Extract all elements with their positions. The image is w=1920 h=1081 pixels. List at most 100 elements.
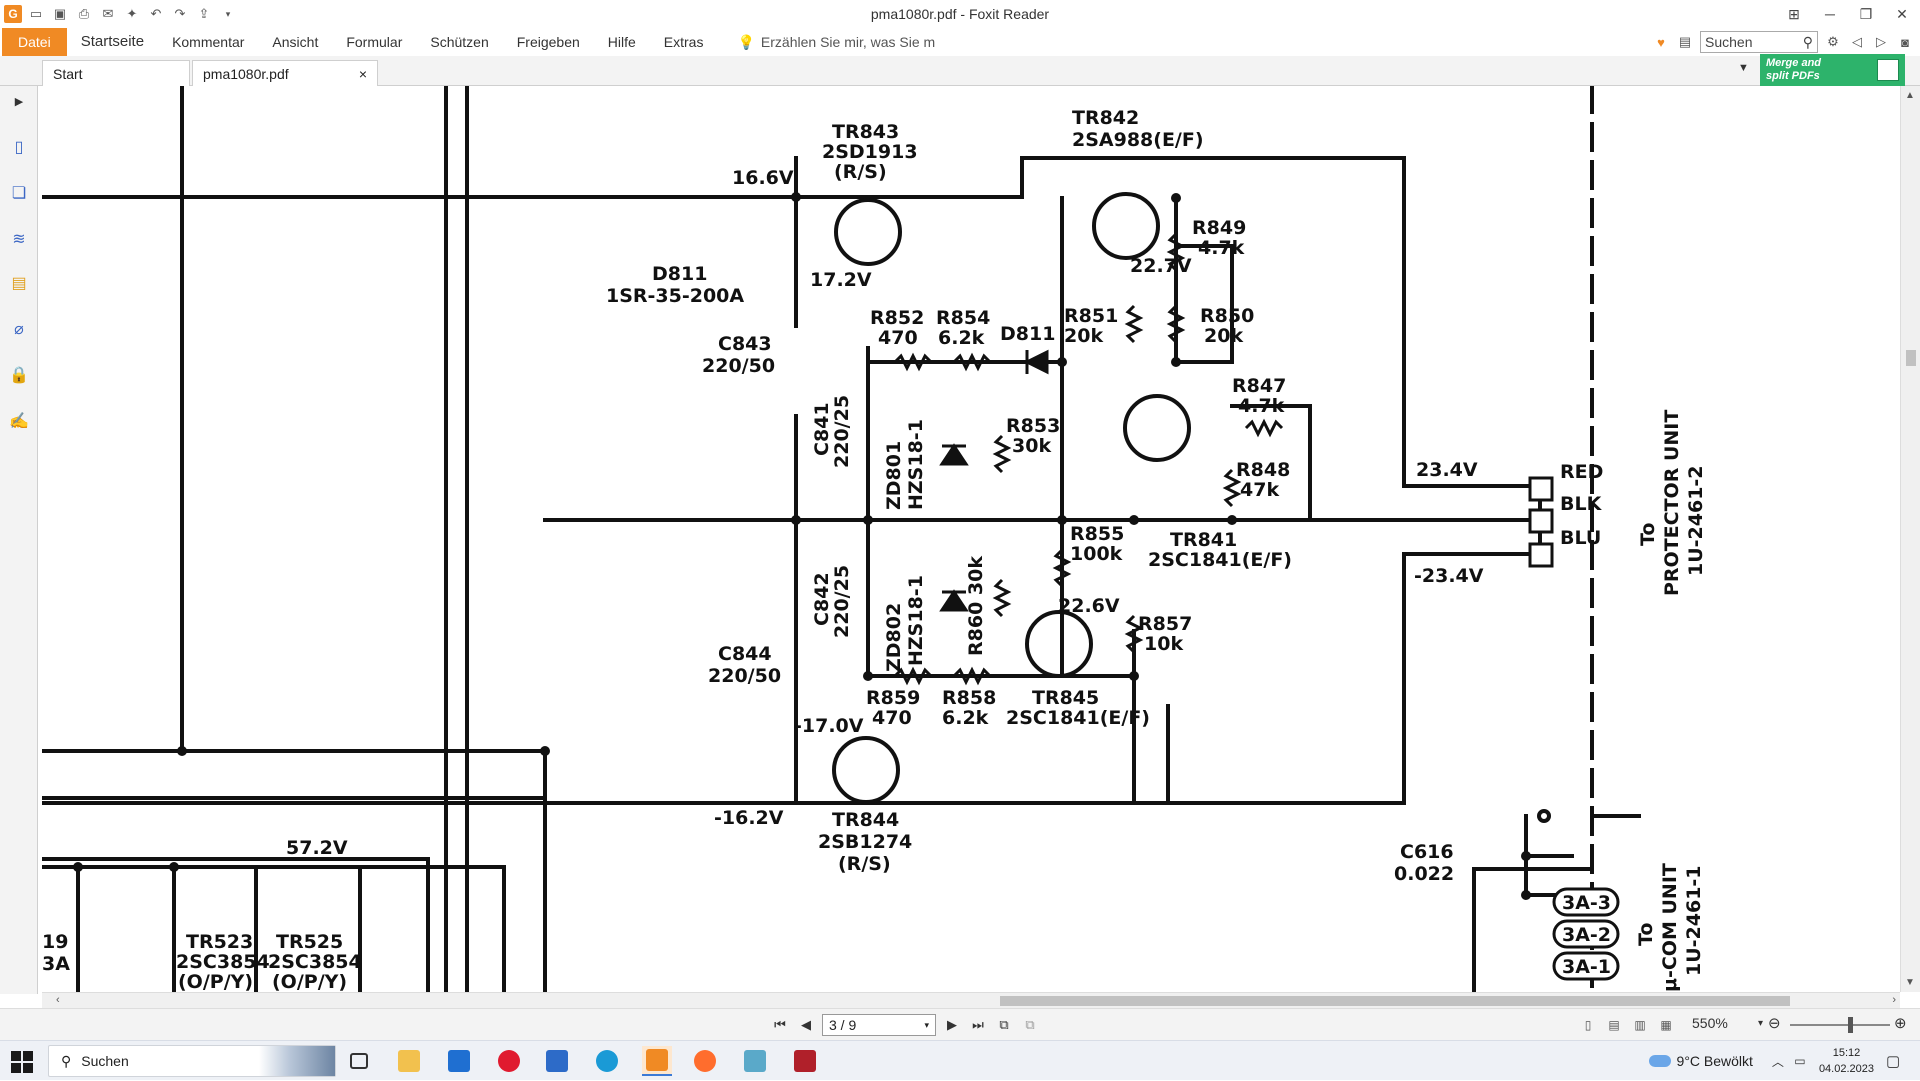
label-2sc3854-tr523: 2SC3854 xyxy=(176,951,270,973)
tab-start[interactable]: Start xyxy=(42,60,190,86)
weather-widget[interactable]: 9°C Bewölkt xyxy=(1648,1053,1753,1069)
fit-icon[interactable]: ⧉ xyxy=(1025,1017,1035,1032)
chevron-up-icon[interactable]: ︿ xyxy=(1771,1054,1784,1069)
tell-me-box[interactable]: 💡 Erzählen Sie mir, was Sie m xyxy=(737,34,935,51)
store-icon[interactable] xyxy=(542,1046,572,1076)
comments-icon[interactable]: ▤ xyxy=(11,275,27,292)
clock[interactable]: 15:12 04.02.2023 xyxy=(1819,1045,1874,1077)
pages-icon[interactable]: ❏ xyxy=(11,185,27,202)
label-3a-3: 3A-3 xyxy=(1562,892,1611,914)
gear-icon[interactable]: ⚙ xyxy=(1827,34,1839,49)
taskbar-search-box[interactable]: ⚲ Suchen xyxy=(48,1045,336,1077)
menu-startseite[interactable]: Startseite xyxy=(80,33,145,50)
search-input[interactable]: Suchen ⚲ xyxy=(1700,31,1818,53)
security-icon[interactable]: 🔒 xyxy=(9,367,29,384)
next-page-icon[interactable]: ▶ xyxy=(947,1017,957,1032)
firefox-icon[interactable] xyxy=(690,1046,720,1076)
user-icon[interactable]: ◙ xyxy=(1901,34,1909,50)
menu-schuetzen[interactable]: Schützen xyxy=(430,34,489,50)
zoom-dropdown-icon[interactable]: ▾ xyxy=(1758,1018,1764,1029)
first-page-icon[interactable]: ⏮ xyxy=(774,1017,786,1032)
forward-icon[interactable]: ▷ xyxy=(1876,34,1886,49)
label-mucom-unit: μ-COM UNIT xyxy=(1659,863,1681,992)
opera-icon[interactable] xyxy=(494,1046,524,1076)
label-2sb1274: 2SB1274 xyxy=(818,831,912,853)
bookmarks-icon[interactable]: ▯ xyxy=(14,139,24,156)
label-r847: R847 xyxy=(1232,375,1286,397)
facing-page-icon[interactable]: ▥ xyxy=(1634,1018,1646,1032)
undo-icon[interactable]: ↶ xyxy=(150,6,162,21)
menu-extras[interactable]: Extras xyxy=(663,34,704,50)
zoom-level[interactable]: 550% xyxy=(1692,1015,1728,1031)
scroll-up-icon[interactable]: ▲ xyxy=(1905,90,1915,101)
ribbon-display-icon[interactable]: ⊞ xyxy=(1788,5,1800,22)
zoom-in-icon[interactable]: ⊕ xyxy=(1894,1015,1907,1032)
label-hzs18-1-top: HZS18-1 xyxy=(905,419,927,510)
attachments-icon[interactable]: ⌀ xyxy=(14,321,24,338)
favorite-icon[interactable]: ♥ xyxy=(1657,34,1665,50)
redo-icon[interactable]: ↷ xyxy=(174,6,186,21)
layers-icon[interactable]: ≋ xyxy=(12,231,26,248)
document-view[interactable]: TR842 2SA988(E/F) TR843 2SD1913 (R/S) 16… xyxy=(42,86,1900,992)
menu-formular[interactable]: Formular xyxy=(346,34,403,50)
label-r857-val: 10k xyxy=(1144,633,1183,655)
search-settings-icon[interactable]: ▤ xyxy=(1678,34,1692,49)
print-icon[interactable]: ⎙ xyxy=(78,6,90,21)
previous-page-icon[interactable]: ◀ xyxy=(801,1017,811,1032)
menu-datei[interactable]: Datei xyxy=(2,28,67,56)
menu-ansicht[interactable]: Ansicht xyxy=(272,34,319,50)
file-explorer-icon[interactable] xyxy=(394,1046,424,1076)
snapshot-icon[interactable]: ⧉ xyxy=(999,1017,1009,1032)
continuous-page-icon[interactable]: ▤ xyxy=(1608,1018,1620,1032)
zoom-out-icon[interactable]: ⊖ xyxy=(1768,1015,1781,1032)
notepad-icon[interactable] xyxy=(740,1046,770,1076)
expand-panel-icon[interactable]: ▶ xyxy=(14,95,24,108)
horizontal-scrollbar[interactable]: ‹ › xyxy=(42,992,1900,1008)
windows-start-icon[interactable] xyxy=(10,1050,34,1074)
customize-dropdown-icon[interactable]: ▾ xyxy=(225,8,231,19)
close-tab-icon[interactable]: × xyxy=(358,65,367,82)
menu-freigeben[interactable]: Freigeben xyxy=(516,34,580,50)
merge-banner-line1: Merge and xyxy=(1766,57,1822,69)
scroll-down-icon[interactable]: ▼ xyxy=(1905,977,1915,988)
notification-icon[interactable]: ▢ xyxy=(1886,1053,1901,1070)
restore-button[interactable]: ❐ xyxy=(1859,5,1873,22)
page-number-input[interactable]: 3 / 9 ▾ xyxy=(822,1014,936,1036)
vertical-scrollbar[interactable]: ▲ ▼ xyxy=(1900,86,1920,992)
scroll-right-icon[interactable]: › xyxy=(1892,994,1896,1006)
back-icon[interactable]: ◁ xyxy=(1852,34,1862,49)
game-icon[interactable] xyxy=(790,1046,820,1076)
label-r853: R853 xyxy=(1006,415,1060,437)
label-r855: R855 xyxy=(1070,523,1124,545)
close-window-button[interactable]: ✕ xyxy=(1896,5,1908,22)
last-page-icon[interactable]: ⏭ xyxy=(972,1017,984,1032)
network-icon[interactable]: ▭ xyxy=(1794,1054,1806,1068)
scroll-left-icon[interactable]: ‹ xyxy=(56,994,60,1006)
edge-icon[interactable] xyxy=(592,1046,622,1076)
foxit-icon[interactable] xyxy=(642,1046,672,1076)
email-icon[interactable]: ✉ xyxy=(102,6,114,21)
continuous-facing-icon[interactable]: ▦ xyxy=(1660,1018,1672,1032)
new-icon[interactable]: ✦ xyxy=(126,6,138,21)
menu-hilfe[interactable]: Hilfe xyxy=(607,34,636,50)
page-dropdown-icon[interactable]: ▾ xyxy=(924,1019,929,1030)
tab-document[interactable]: pma1080r.pdf × xyxy=(192,60,378,86)
merge-split-banner[interactable]: Merge and split PDFs xyxy=(1760,54,1905,86)
vertical-scroll-thumb[interactable] xyxy=(1906,350,1916,366)
zoom-slider-track[interactable] xyxy=(1790,1024,1890,1026)
tab-list-dropdown-icon[interactable]: ▼ xyxy=(1738,62,1749,74)
horizontal-scroll-thumb[interactable] xyxy=(1000,996,1790,1006)
task-view-icon[interactable] xyxy=(344,1046,374,1076)
label-r850-val: 20k xyxy=(1204,325,1243,347)
minimize-button[interactable]: ─ xyxy=(1825,6,1835,22)
single-page-icon[interactable]: ▯ xyxy=(1584,1018,1592,1032)
open-icon[interactable]: ▭ xyxy=(29,6,43,21)
stamp-icon[interactable]: ⇪ xyxy=(198,6,210,21)
foxit-logo-icon[interactable]: G xyxy=(4,5,22,23)
zoom-slider-thumb[interactable] xyxy=(1847,1017,1853,1033)
mail-icon[interactable] xyxy=(444,1046,474,1076)
search-icon[interactable]: ⚲ xyxy=(1802,33,1813,50)
signature-icon[interactable]: ✍ xyxy=(9,413,29,430)
save-icon[interactable]: ▣ xyxy=(53,6,67,21)
menu-kommentar[interactable]: Kommentar xyxy=(172,34,245,50)
